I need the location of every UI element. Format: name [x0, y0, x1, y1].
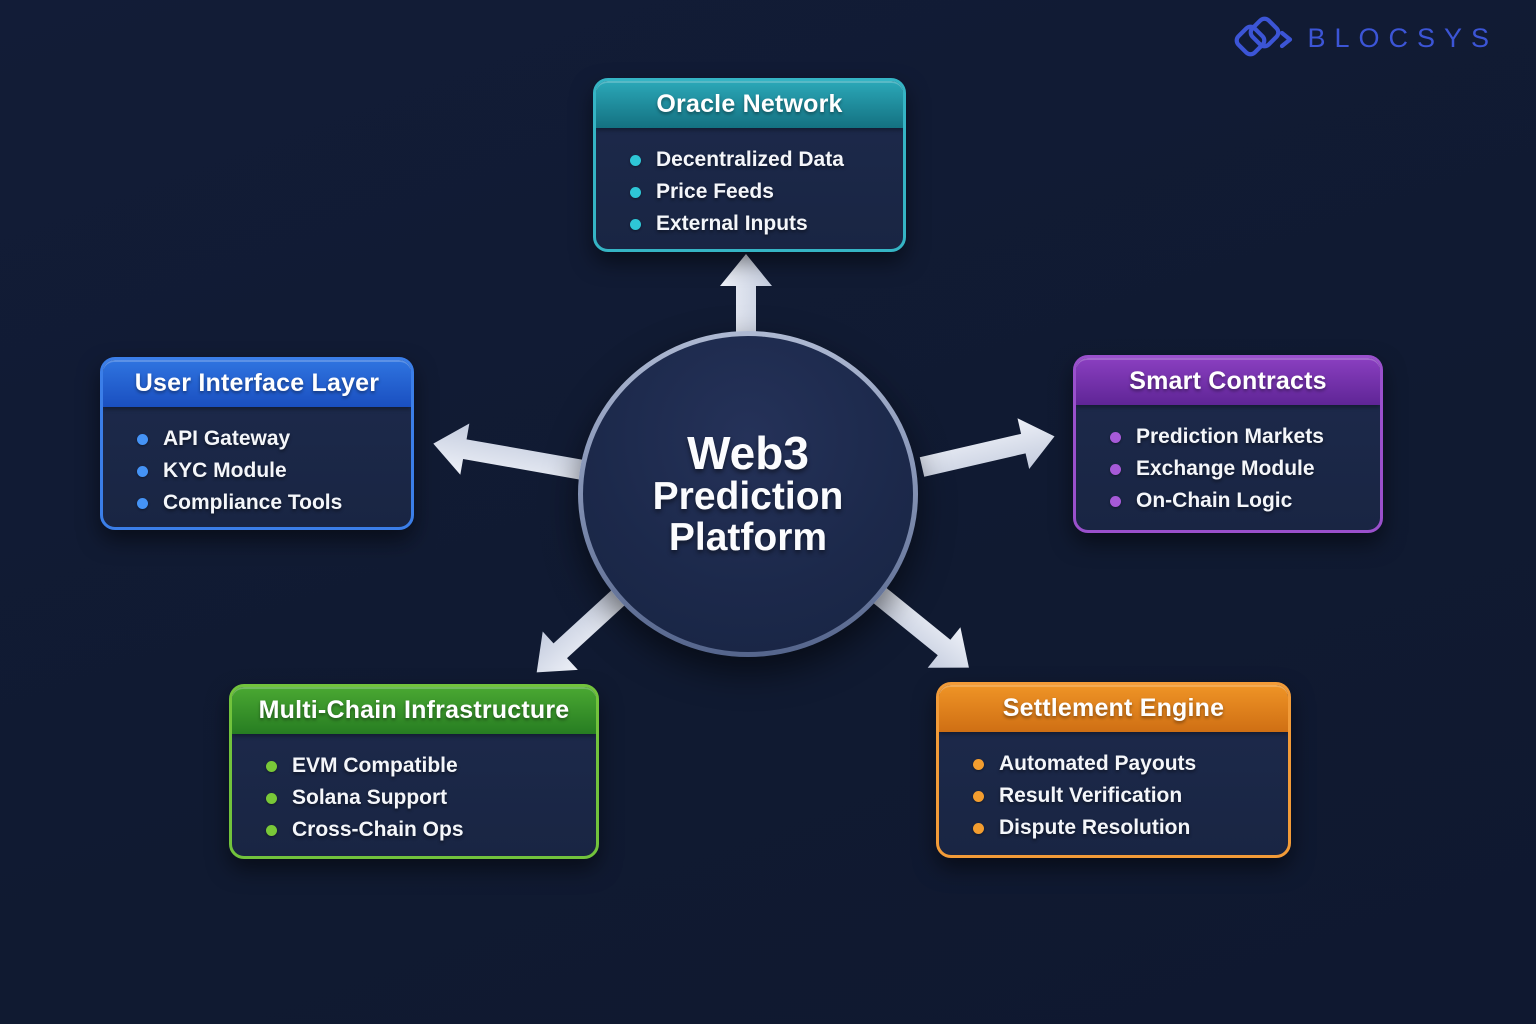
node-settlement-engine: Settlement Engine Automated Payouts Resu… [936, 682, 1291, 858]
list-item-label: Prediction Markets [1136, 425, 1324, 448]
list-item-label: Cross-Chain Ops [292, 818, 464, 841]
list-item-label: KYC Module [163, 459, 287, 482]
list-item-label: EVM Compatible [292, 754, 458, 777]
arrow-up-to-oracle [720, 254, 772, 332]
bullet-dot-icon [137, 497, 148, 509]
bullet-dot-icon [973, 790, 984, 802]
central-node-face: Web3 Prediction Platform [583, 336, 913, 652]
blocsys-chainlink-icon [1235, 16, 1293, 57]
bullet-dot-icon [1110, 495, 1121, 507]
node-smart-contracts-header: Smart Contracts [1076, 358, 1380, 405]
list-item-label: Automated Payouts [999, 752, 1197, 775]
node-title: User Interface Layer [134, 369, 380, 397]
list-item-label: On-Chain Logic [1136, 489, 1293, 512]
list-item: API Gateway [137, 427, 393, 451]
node-user-interface-layer-header: User Interface Layer [103, 360, 411, 407]
bullet-dot-icon [266, 824, 277, 836]
list-item: EVM Compatible [266, 754, 578, 778]
arrow-left-to-ui [433, 423, 585, 480]
node-multi-chain-infrastructure-header: Multi-Chain Infrastructure [232, 687, 596, 734]
list-item-label: Exchange Module [1136, 457, 1315, 480]
list-item-label: Compliance Tools [163, 491, 343, 514]
list-item: On-Chain Logic [1110, 489, 1362, 513]
node-multi-chain-infrastructure: Multi-Chain Infrastructure EVM Compatibl… [229, 684, 599, 859]
bullet-dot-icon [973, 822, 984, 834]
list-item: Exchange Module [1110, 457, 1362, 481]
bullet-dot-icon [630, 186, 641, 198]
list-item: KYC Module [137, 459, 393, 483]
central-node-web3-prediction-platform: Web3 Prediction Platform [578, 331, 918, 657]
list-item: External Inputs [630, 212, 885, 236]
node-title: Smart Contracts [1129, 367, 1327, 395]
list-item: Prediction Markets [1110, 425, 1362, 449]
list-item: Automated Payouts [973, 752, 1270, 776]
hub-title-line1: Web3 [687, 426, 809, 479]
list-item-label: External Inputs [656, 212, 808, 235]
node-settlement-engine-header: Settlement Engine [939, 685, 1288, 732]
list-item-label: Dispute Resolution [999, 816, 1191, 839]
node-title: Settlement Engine [1002, 694, 1225, 722]
bullet-dot-icon [973, 758, 984, 770]
node-user-interface-layer: User Interface Layer API Gateway KYC Mod… [100, 357, 414, 530]
bullet-dot-icon [1110, 431, 1121, 443]
hub-title-line2: Prediction [652, 475, 844, 519]
node-settlement-engine-list: Automated Payouts Result Verification Di… [939, 732, 1288, 855]
node-multi-chain-infrastructure-list: EVM Compatible Solana Support Cross-Chai… [232, 734, 596, 856]
list-item-label: Solana Support [292, 786, 448, 809]
blocsys-logo: BLOCSYS [1233, 14, 1498, 62]
bullet-dot-icon [1110, 463, 1121, 475]
list-item-label: Price Feeds [656, 180, 774, 203]
node-oracle-network-list: Decentralized Data Price Feeds External … [596, 128, 903, 249]
logo-wordmark: BLOCSYS [1307, 22, 1498, 53]
bullet-dot-icon [137, 433, 148, 445]
node-user-interface-layer-list: API Gateway KYC Module Compliance Tools [103, 407, 411, 527]
list-item: Price Feeds [630, 180, 885, 204]
list-item: Result Verification [973, 784, 1270, 808]
list-item: Solana Support [266, 786, 578, 810]
node-smart-contracts-list: Prediction Markets Exchange Module On-Ch… [1076, 405, 1380, 530]
bullet-dot-icon [266, 760, 277, 772]
bullet-dot-icon [266, 792, 277, 804]
list-item-label: API Gateway [163, 427, 291, 450]
list-item: Cross-Chain Ops [266, 818, 578, 842]
list-item: Compliance Tools [137, 491, 393, 515]
list-item: Dispute Resolution [973, 816, 1270, 840]
bullet-dot-icon [630, 154, 641, 166]
node-smart-contracts: Smart Contracts Prediction Markets Excha… [1073, 355, 1383, 533]
bullet-dot-icon [137, 465, 148, 477]
list-item: Decentralized Data [630, 148, 885, 172]
bullet-dot-icon [630, 218, 641, 230]
node-oracle-network: Oracle Network Decentralized Data Price … [593, 78, 906, 252]
node-title: Multi-Chain Infrastructure [258, 696, 570, 724]
list-item-label: Decentralized Data [656, 148, 844, 171]
list-item-label: Result Verification [999, 784, 1183, 807]
arrow-right-to-contracts [919, 418, 1055, 477]
hub-title-line3: Platform [668, 515, 828, 559]
node-oracle-network-header: Oracle Network [596, 81, 903, 128]
node-title: Oracle Network [656, 90, 843, 118]
